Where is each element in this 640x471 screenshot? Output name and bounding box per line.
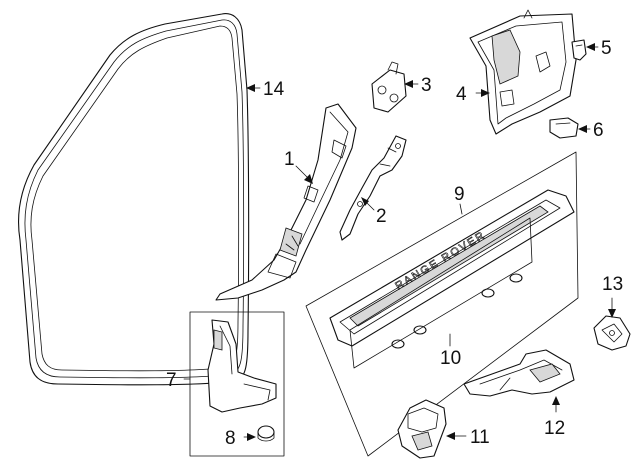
callout-14: 14	[246, 79, 285, 100]
callout-1: 1	[284, 149, 313, 184]
callout-8: 8	[225, 428, 256, 449]
callout-3: 3	[404, 75, 432, 96]
callout-6: 6	[578, 120, 604, 141]
callout-label-3: 3	[421, 75, 432, 96]
callout-11: 11	[446, 427, 490, 448]
bracket-part	[371, 61, 407, 113]
callout-label-9: 9	[454, 184, 465, 205]
support-bracket-part	[339, 135, 407, 241]
door-seal-part	[17, 13, 250, 386]
callout-9: 9	[454, 184, 465, 215]
callout-label-2: 2	[376, 206, 387, 227]
callout-label-1: 1	[284, 149, 295, 170]
callout-label-12: 12	[544, 418, 565, 439]
callout-13: 13	[602, 274, 623, 318]
callout-10: 10	[440, 333, 461, 369]
callout-label-10: 10	[440, 348, 461, 369]
callout-2: 2	[361, 197, 387, 227]
bracket-part-12	[463, 349, 575, 397]
callout-label-4: 4	[456, 84, 467, 105]
callout-7: 7	[166, 370, 191, 391]
callout-label-14: 14	[263, 79, 285, 100]
lower-trim-box	[189, 311, 285, 457]
callout-label-11: 11	[470, 427, 490, 448]
callout-label-8: 8	[225, 428, 236, 449]
clip-part-6	[549, 117, 579, 139]
callout-5: 5	[586, 38, 612, 59]
callout-label-5: 5	[601, 38, 612, 59]
b-pillar-trim-part	[469, 9, 577, 135]
callout-4: 4	[456, 84, 490, 105]
a-pillar-trim-part	[215, 103, 357, 301]
bracket-part-11	[397, 399, 447, 459]
clip-part-13	[593, 315, 631, 351]
callout-label-6: 6	[593, 120, 604, 141]
clip-part-5	[571, 39, 587, 61]
callout-label-7: 7	[166, 370, 177, 391]
callout-label-13: 13	[602, 274, 623, 295]
callout-12: 12	[544, 396, 565, 439]
